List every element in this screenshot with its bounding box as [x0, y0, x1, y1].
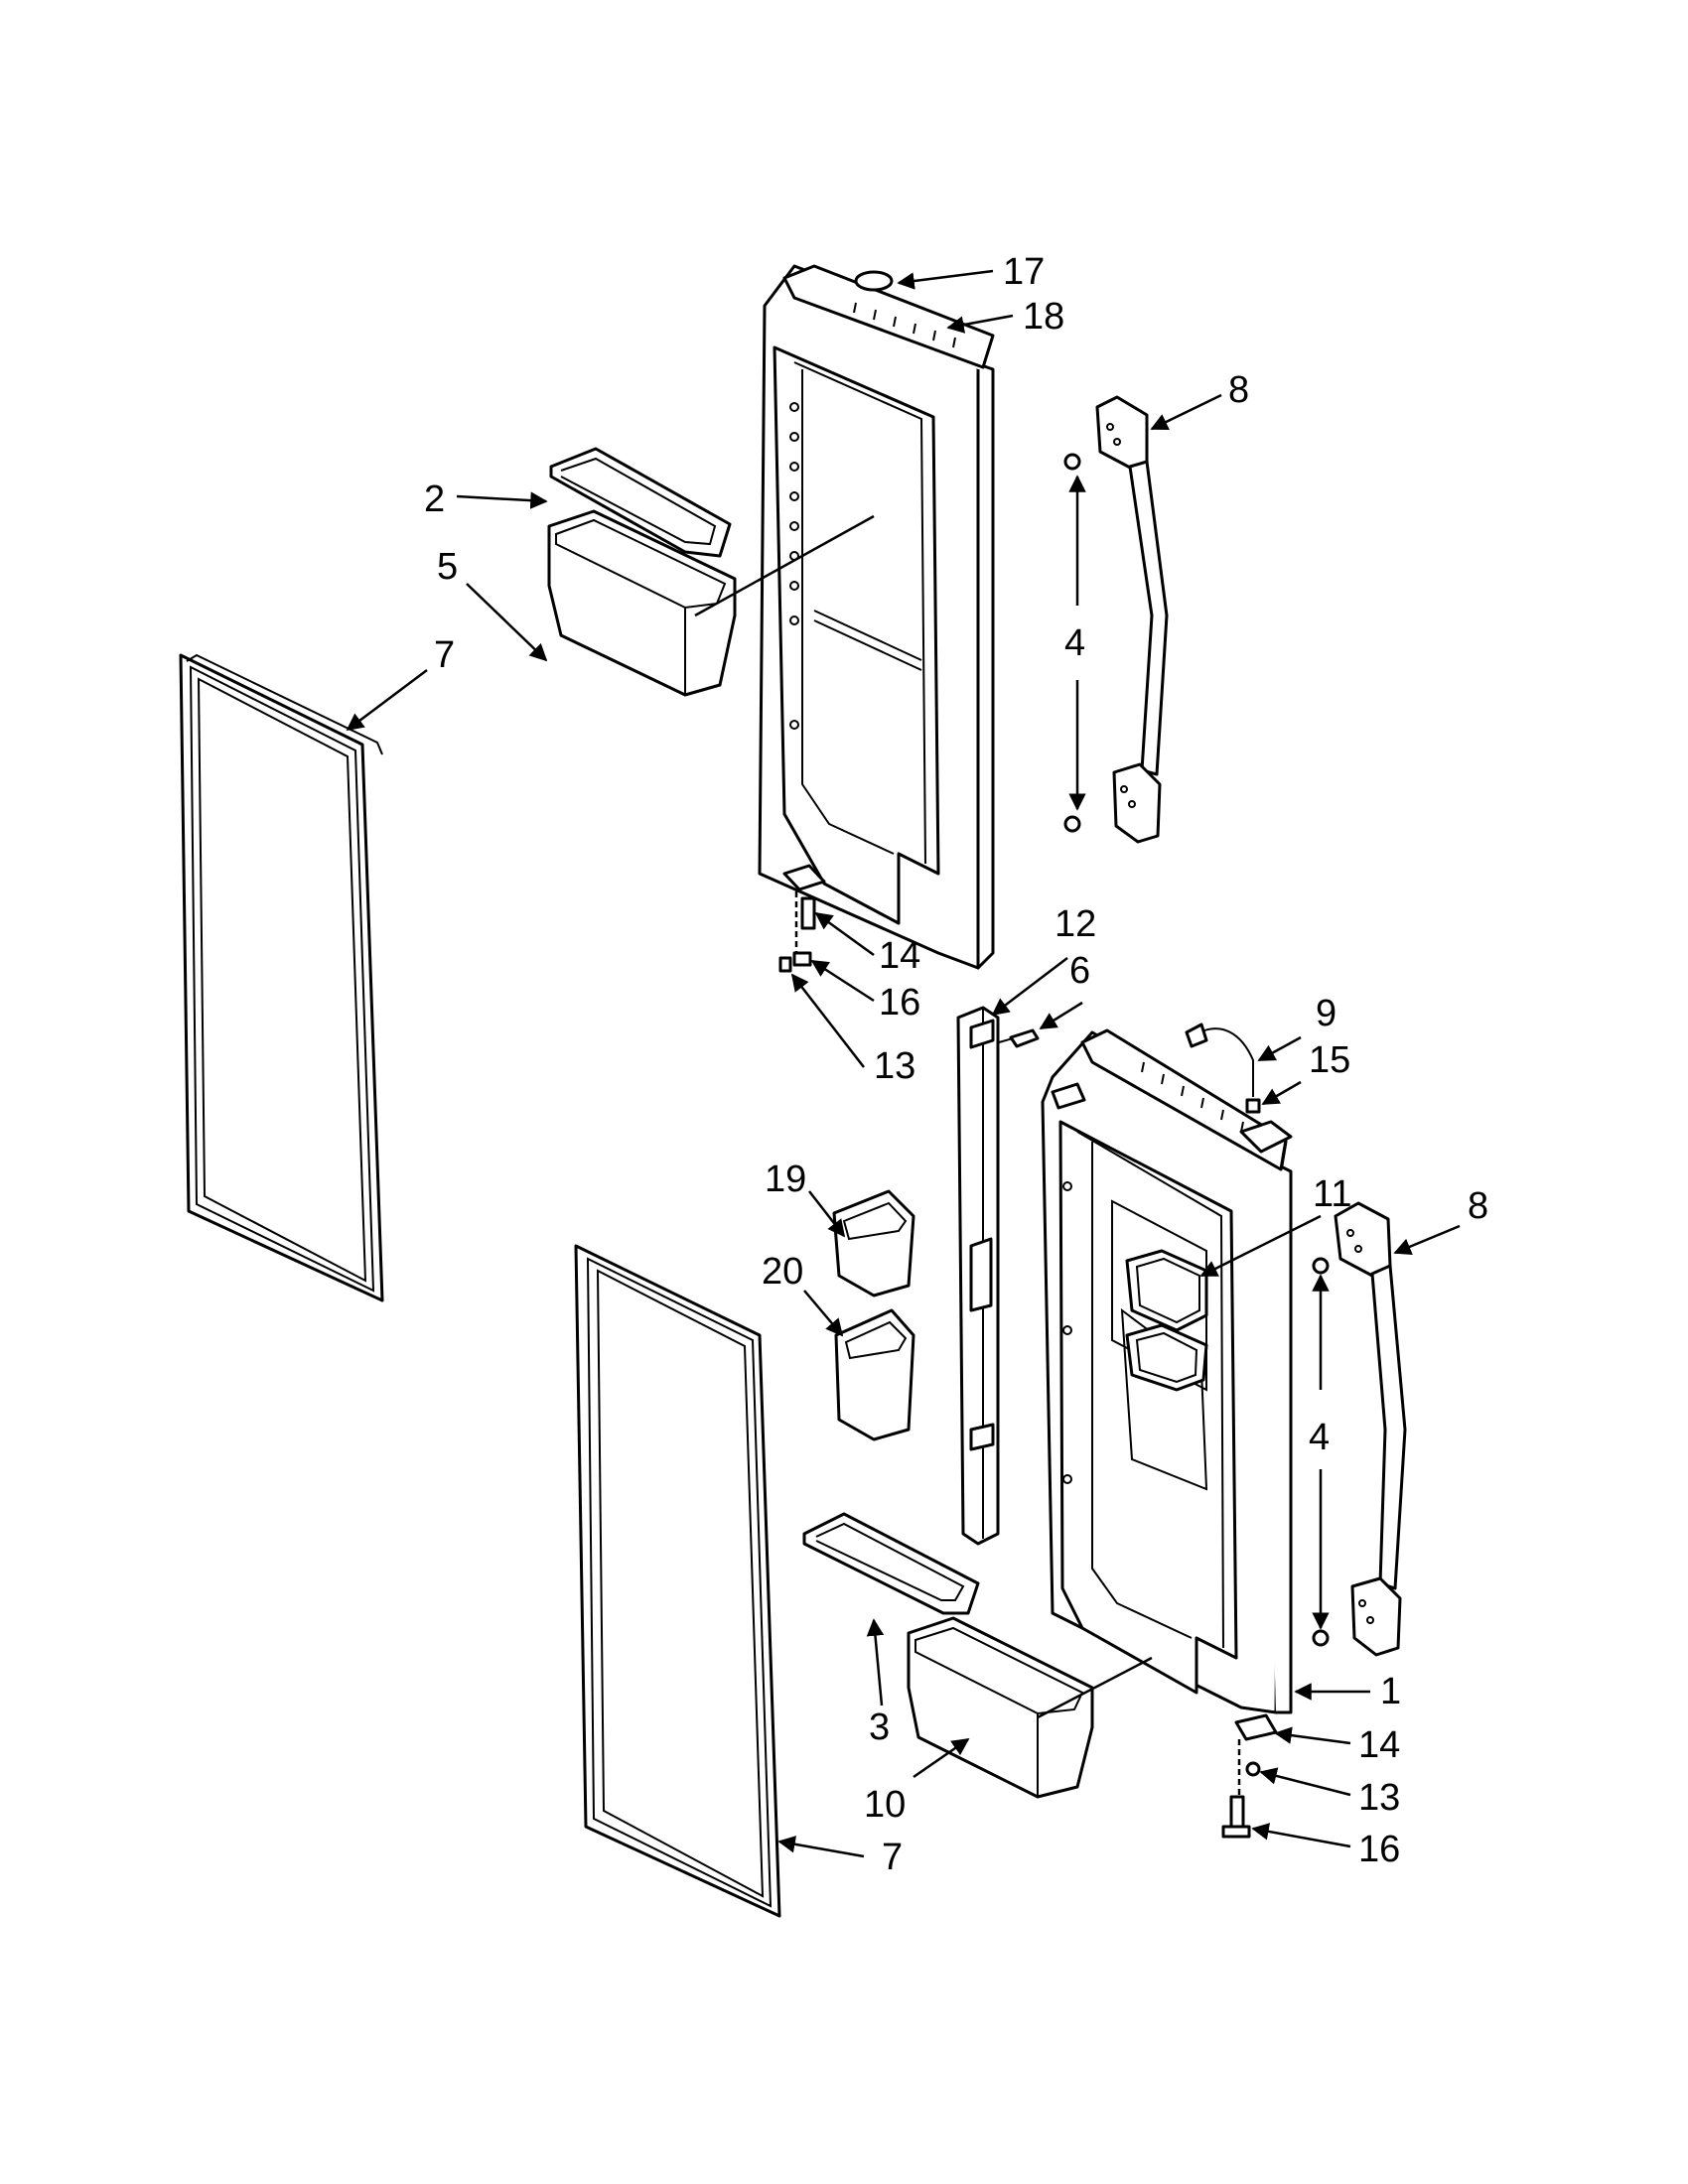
tube-fitting	[1245, 1098, 1261, 1114]
callout-18: 18	[1023, 296, 1064, 338]
callout-7-lower: 7	[882, 1837, 903, 1878]
shelf-bin-2	[549, 447, 732, 558]
callout-16-upper: 16	[879, 982, 920, 1024]
callout-13-upper: 13	[874, 1045, 915, 1087]
shelf-3	[802, 1512, 980, 1615]
door-handle-upper	[1095, 395, 1169, 844]
callout-20: 20	[762, 1251, 803, 1293]
door-handle-lower	[1334, 1201, 1407, 1657]
small-bin-19	[832, 1189, 915, 1297]
handle-screw-lower	[1312, 1257, 1330, 1647]
callout-5: 5	[437, 546, 458, 588]
callout-15: 15	[1309, 1039, 1350, 1081]
door-gasket-upper	[179, 653, 384, 1302]
hinge-pin-upper	[778, 891, 816, 973]
callout-4-lower: 4	[1309, 1417, 1330, 1458]
door-cap-17	[854, 270, 894, 292]
fridge-door-upper	[758, 264, 995, 970]
bin-10-mount-line	[1037, 1656, 1153, 1719]
callout-1: 1	[1380, 1671, 1401, 1712]
callout-10: 10	[864, 1784, 906, 1826]
callout-8-lower: 8	[1468, 1185, 1488, 1227]
callout-7-upper: 7	[434, 634, 455, 676]
callout-13-lower: 13	[1358, 1777, 1400, 1819]
center-mullion	[956, 1006, 1000, 1546]
bin-5-mount-line	[694, 514, 875, 617]
door-bin-10	[907, 1616, 1094, 1799]
water-tube	[1185, 1023, 1254, 1097]
callout-2: 2	[424, 478, 445, 520]
handle-screw-upper	[1063, 453, 1081, 833]
callout-6: 6	[1069, 950, 1090, 992]
callout-19: 19	[765, 1159, 806, 1200]
hinge-pin-lower	[1221, 1713, 1278, 1839]
small-bin-20	[834, 1308, 915, 1441]
callout-3: 3	[869, 1706, 890, 1748]
mullion-screw	[998, 1028, 1040, 1048]
callout-14-lower: 14	[1358, 1724, 1400, 1766]
callout-14-upper: 14	[879, 935, 920, 977]
callout-9: 9	[1316, 993, 1336, 1034]
callout-17: 17	[1003, 251, 1045, 293]
leader-lines	[346, 269, 1461, 1858]
callout-16-lower: 16	[1358, 1829, 1400, 1870]
callout-8-upper: 8	[1228, 369, 1249, 411]
door-gasket-lower	[574, 1244, 781, 1918]
callout-11: 11	[1313, 1173, 1351, 1215]
callout-12: 12	[1055, 903, 1096, 945]
dispenser-gasket	[1125, 1249, 1208, 1392]
callout-4-upper: 4	[1064, 622, 1085, 664]
